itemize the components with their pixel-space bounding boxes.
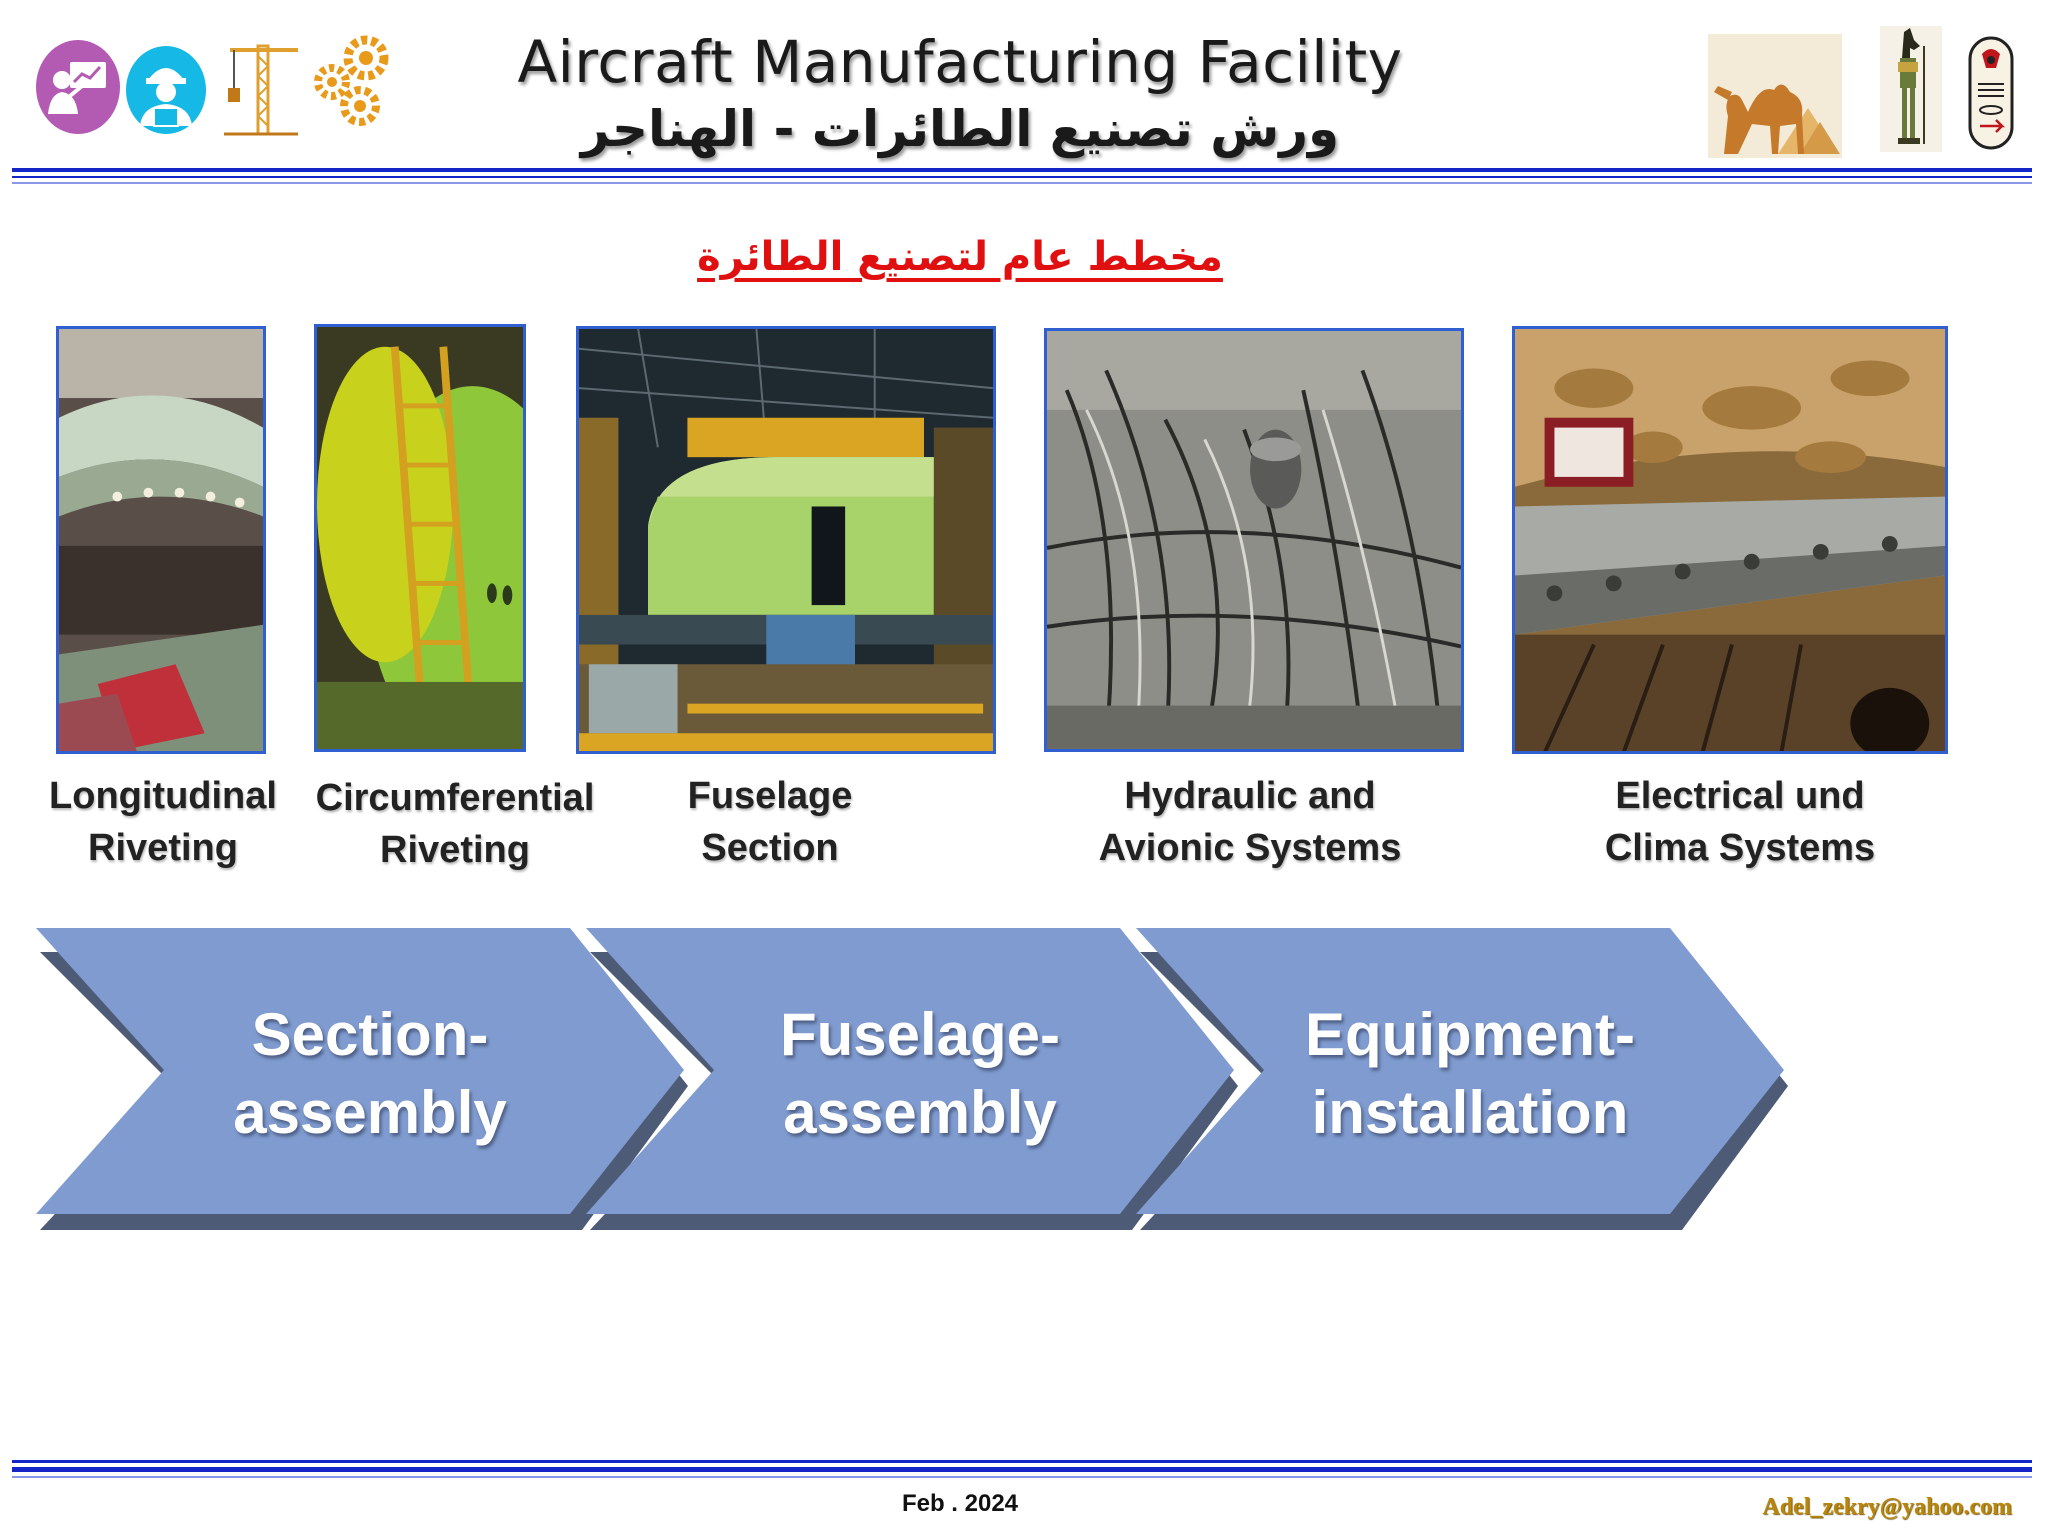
caption-line: Fuselage bbox=[687, 775, 853, 817]
step-line: Section- bbox=[251, 1001, 489, 1068]
caption-line: Clima Systems bbox=[1604, 827, 1876, 869]
footer-divider bbox=[12, 1460, 2032, 1463]
arrow-body-1 bbox=[36, 928, 684, 1214]
anubis-logo bbox=[1880, 26, 1942, 152]
caption-line: Circumferential bbox=[315, 777, 595, 819]
caption-line: Longitudinal bbox=[49, 775, 277, 817]
step-section-assembly: Section- assembly bbox=[210, 996, 530, 1152]
footer-date: Feb . 2024 bbox=[901, 1490, 1019, 1517]
process-arrow-bodies bbox=[36, 928, 1784, 1214]
cartouche-logo bbox=[1966, 34, 2016, 154]
photo-electrical-clima-systems bbox=[1512, 326, 1948, 754]
caption-line: Hydraulic and bbox=[1124, 775, 1376, 817]
arrow-body-3 bbox=[1136, 928, 1784, 1214]
header-divider-light bbox=[12, 182, 2032, 184]
footer-divider-light bbox=[12, 1476, 2032, 1478]
caption-electrical-clima-systems: Electrical und Clima Systems bbox=[1560, 770, 1920, 874]
step-line: Fuselage- bbox=[779, 1001, 1061, 1068]
gears-icon bbox=[310, 30, 392, 130]
header-divider bbox=[12, 168, 2032, 172]
photo-longitudinal-riveting bbox=[56, 326, 266, 754]
caption-line: Riveting bbox=[380, 829, 530, 871]
photo-circumferential-riveting bbox=[314, 324, 526, 752]
presentation-person-icon bbox=[36, 40, 120, 134]
process-arrows bbox=[36, 928, 1788, 1230]
caption-fuselage-section: Fuselage Section bbox=[640, 770, 900, 874]
footer-divider-thick bbox=[12, 1467, 2032, 1472]
arrow-body-2 bbox=[586, 928, 1234, 1214]
caption-line: Section bbox=[701, 827, 839, 869]
camel-pyramids-logo bbox=[1708, 34, 1842, 158]
crane-icon bbox=[222, 36, 300, 136]
caption-hydraulic-avionic-systems: Hydraulic and Avionic Systems bbox=[1070, 770, 1430, 874]
caption-line: Avionic Systems bbox=[1098, 827, 1402, 869]
step-line: assembly bbox=[233, 1079, 507, 1146]
caption-longitudinal-riveting: Longitudinal Riveting bbox=[30, 770, 296, 874]
photo-hydraulic-avionic-systems bbox=[1044, 328, 1464, 752]
header-divider-thin bbox=[12, 176, 2032, 178]
step-line: installation bbox=[1311, 1079, 1629, 1146]
caption-line: Riveting bbox=[88, 827, 238, 869]
step-line: assembly bbox=[783, 1079, 1057, 1146]
caption-circumferential-riveting: Circumferential Riveting bbox=[300, 772, 610, 876]
step-fuselage-assembly: Fuselage- assembly bbox=[760, 996, 1080, 1152]
footer-email: Adel_zekry@yahoo.com bbox=[1762, 1494, 2012, 1520]
page-title-arabic: ورش تصنيع الطائرات - الهناجر bbox=[580, 100, 1340, 158]
page-title-english: Aircraft Manufacturing Facility bbox=[517, 28, 1403, 96]
step-equipment-installation: Equipment- installation bbox=[1290, 996, 1650, 1152]
photo-fuselage-section bbox=[576, 326, 996, 754]
section-subtitle: مخطط عام لتصنيع الطائرة bbox=[697, 234, 1223, 280]
caption-line: Electrical und bbox=[1615, 775, 1865, 817]
step-line: Equipment- bbox=[1305, 1001, 1635, 1068]
engineer-blueprint-icon bbox=[126, 46, 206, 134]
